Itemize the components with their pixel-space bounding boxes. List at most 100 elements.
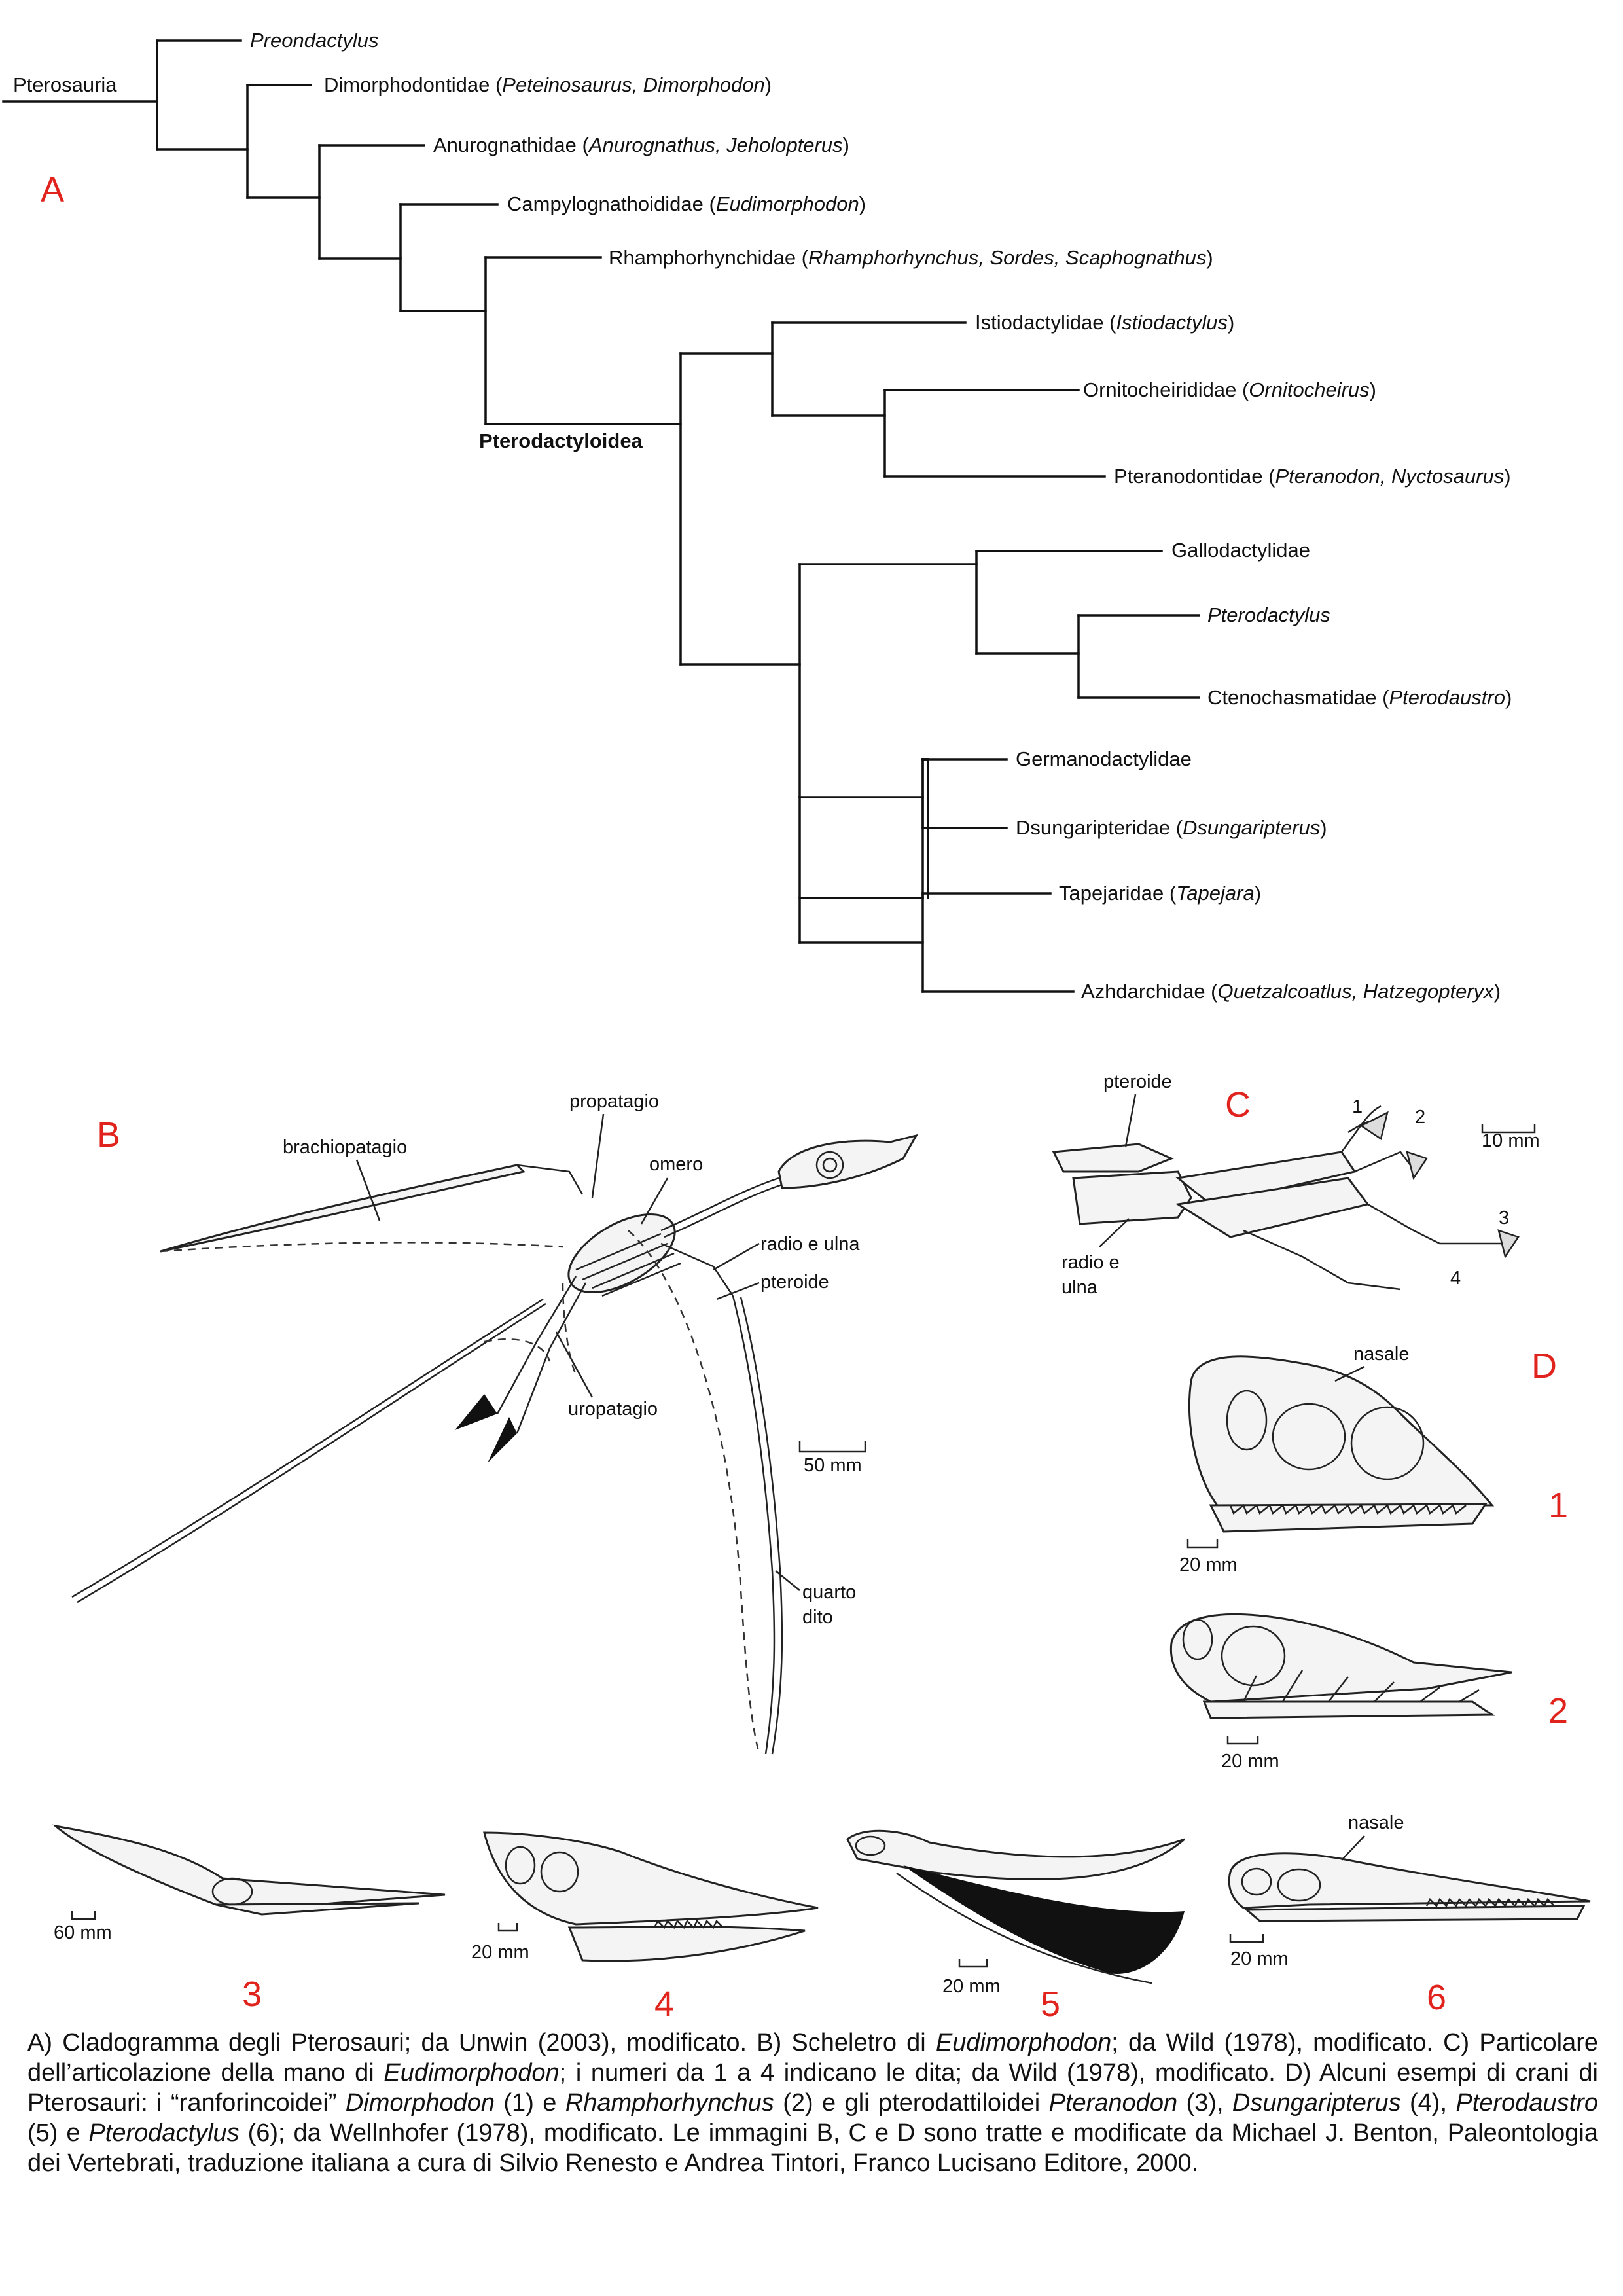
caption-genus-italic: Rhamphorhynchus	[565, 2089, 774, 2117]
panel-letter-c: C	[1225, 1085, 1251, 1124]
figure-caption: A) Cladogramma degli Pterosauri; da Unwi…	[27, 2028, 1598, 2178]
taxon-genus-italic: Pterodactylus	[1207, 603, 1330, 626]
caption-genus-italic: Dsungaripterus	[1232, 2089, 1401, 2117]
caption-text: ; da Wild (1978), modificato. C) Partico…	[27, 2029, 1598, 2087]
caption-genus-italic: Pterodaustro	[1455, 2089, 1599, 2117]
taxon-genus-italic: Tapejara	[1176, 882, 1255, 905]
taxon-family-text: )	[1505, 686, 1512, 709]
taxon-family-text: Azhdarchidae (	[1081, 980, 1218, 1003]
label-omero: omero	[649, 1154, 703, 1175]
label-propatagio: propatagio	[569, 1091, 659, 1112]
taxon-family-text: Ctenochasmatidae (	[1207, 686, 1389, 709]
panel-letter-b: B	[97, 1115, 120, 1155]
taxon-family-text: )	[1255, 882, 1261, 905]
skeleton-panel: B	[71, 1091, 919, 1755]
taxon-family-text: Ornitocheirididae (	[1083, 378, 1249, 401]
taxon-family-text: )	[1494, 980, 1501, 1003]
taxon-family-text: )	[1504, 465, 1510, 488]
skull-6	[1228, 1852, 1591, 1943]
taxon-family-text: )	[1320, 816, 1327, 839]
label-radio-ulna: radio e ulna	[760, 1234, 860, 1255]
cladogram: A Pterosauria Pterodactyloidea	[2, 29, 1512, 1003]
root-label: Pterosauria	[13, 73, 117, 96]
digit-2: 2	[1415, 1107, 1425, 1128]
hand-label-pteroide: pteroide	[1103, 1071, 1172, 1092]
taxon-family-text: )	[765, 73, 772, 96]
caption-text: (5) e	[27, 2119, 89, 2147]
taxon-label: Dsungaripteridae (Dsungaripterus)	[1016, 816, 1327, 839]
taxon-family-text: )	[1370, 378, 1376, 401]
skull-5-number: 5	[1041, 1984, 1060, 2022]
caption-text: ; i numeri da 1 a 4 indicano le dita; da…	[27, 2059, 1599, 2117]
taxon-label: Preondactylus	[250, 29, 378, 52]
skull-2-scale: 20 mm	[1221, 1751, 1279, 1772]
label-brachiopatagio: brachiopatagio	[283, 1137, 407, 1158]
taxon-label: Gallodactylidae	[1171, 539, 1310, 562]
taxon-family-text: Istiodactylidae (	[975, 311, 1116, 334]
hand-panel: C pteroide radio e ulna 10 mm 1 2 3 4	[1052, 1071, 1540, 1298]
taxon-family-text: Gallodactylidae	[1171, 539, 1310, 562]
skull-3-scale: 60 mm	[54, 1922, 112, 1943]
taxon-family-text: Germanodactylidae	[1016, 747, 1192, 770]
taxon-family-text: Tapejaridae (	[1059, 882, 1177, 905]
taxon-genus-italic: Dsungaripterus	[1183, 816, 1320, 839]
taxon-genus-italic: Anurognathus, Jeholopterus	[588, 134, 843, 156]
skull-3	[52, 1824, 446, 1920]
taxon-genus-italic: Istiodactylus	[1116, 311, 1228, 334]
caption-genus-italic: Pterodactylus	[88, 2119, 240, 2147]
figure-canvas: A Pterosauria Pterodactyloidea	[2, 29, 1591, 2022]
digit-4: 4	[1450, 1268, 1461, 1289]
taxon-label: Tapejaridae (Tapejara)	[1059, 882, 1261, 905]
skull-2	[1169, 1613, 1512, 1745]
taxon-label: Rhamphorhynchidae (Rhamphorhynchus, Sord…	[609, 246, 1213, 269]
taxon-genus-italic: Pterodaustro	[1389, 686, 1505, 709]
skull-5-scale: 20 mm	[942, 1976, 1001, 1997]
skull-1-number: 1	[1548, 1486, 1568, 1525]
taxon-family-text: )	[859, 192, 866, 215]
clade-label: Pterodactyloidea	[479, 429, 643, 452]
taxon-label: Pterodactylus	[1207, 603, 1330, 626]
taxon-label: Istiodactylidae (Istiodactylus)	[975, 311, 1234, 334]
taxon-genus-italic: Peteinosaurus, Dimorphodon	[502, 73, 765, 96]
taxon-label: Ornitocheirididae (Ornitocheirus)	[1083, 378, 1376, 401]
label-dito: dito	[802, 1607, 833, 1628]
hand-drawing	[1052, 1105, 1536, 1291]
skull-4-number: 4	[654, 1984, 674, 2022]
taxon-label: Pteranodontidae (Pteranodon, Nyctosaurus…	[1114, 465, 1511, 488]
taxon-genus-italic: Eudimorphodon	[716, 192, 859, 215]
skull-6-scale: 20 mm	[1230, 1948, 1289, 1969]
skull-3-number: 3	[242, 1975, 262, 2014]
skull-6-number: 6	[1427, 1978, 1446, 2017]
taxon-family-text: )	[843, 134, 849, 156]
panel-letter-a: A	[41, 170, 64, 209]
digit-1: 1	[1352, 1096, 1363, 1117]
skeleton-drawing	[71, 1134, 919, 1755]
taxon-label: Azhdarchidae (Quetzalcoatlus, Hatzegopte…	[1081, 980, 1501, 1003]
caption-genus-italic: Dimorphodon	[345, 2089, 495, 2117]
skull-4	[483, 1831, 819, 1962]
hand-label-radio: radio e	[1061, 1252, 1120, 1273]
skull-2-number: 2	[1548, 1691, 1568, 1731]
taxon-label: Anurognathidae (Anurognathus, Jeholopter…	[433, 134, 849, 156]
label-quarto: quarto	[802, 1582, 856, 1603]
skull-1-scale: 20 mm	[1179, 1554, 1238, 1575]
caption-text: (6); da Wellnhofer (1978), modificato. L…	[27, 2119, 1598, 2177]
cladogram-branches	[2, 39, 1200, 993]
skull-4-scale: 20 mm	[471, 1942, 529, 1963]
taxon-genus-italic: Ornitocheirus	[1249, 378, 1369, 401]
taxon-label: Ctenochasmatidae (Pterodaustro)	[1207, 686, 1512, 709]
digit-3: 3	[1499, 1208, 1509, 1229]
hand-label-ulna: ulna	[1061, 1277, 1098, 1298]
taxon-family-text: Dimorphodontidae (	[324, 73, 503, 96]
taxon-family-text: Pteranodontidae (	[1114, 465, 1275, 488]
hand-scale-10mm: 10 mm	[1482, 1130, 1540, 1151]
caption-genus-italic: Pteranodon	[1048, 2089, 1178, 2117]
taxon-family-text: )	[1206, 246, 1213, 269]
caption-text: A) Cladogramma degli Pterosauri; da Unwi…	[27, 2029, 936, 2056]
caption-genus-italic: Eudimorphodon	[935, 2029, 1112, 2056]
skull-5	[846, 1829, 1185, 1984]
taxon-genus-italic: Rhamphorhynchus, Sordes, Scaphognathus	[808, 246, 1206, 269]
taxon-family-text: Dsungaripteridae (	[1016, 816, 1183, 839]
skull-6-note: nasale	[1348, 1812, 1404, 1833]
